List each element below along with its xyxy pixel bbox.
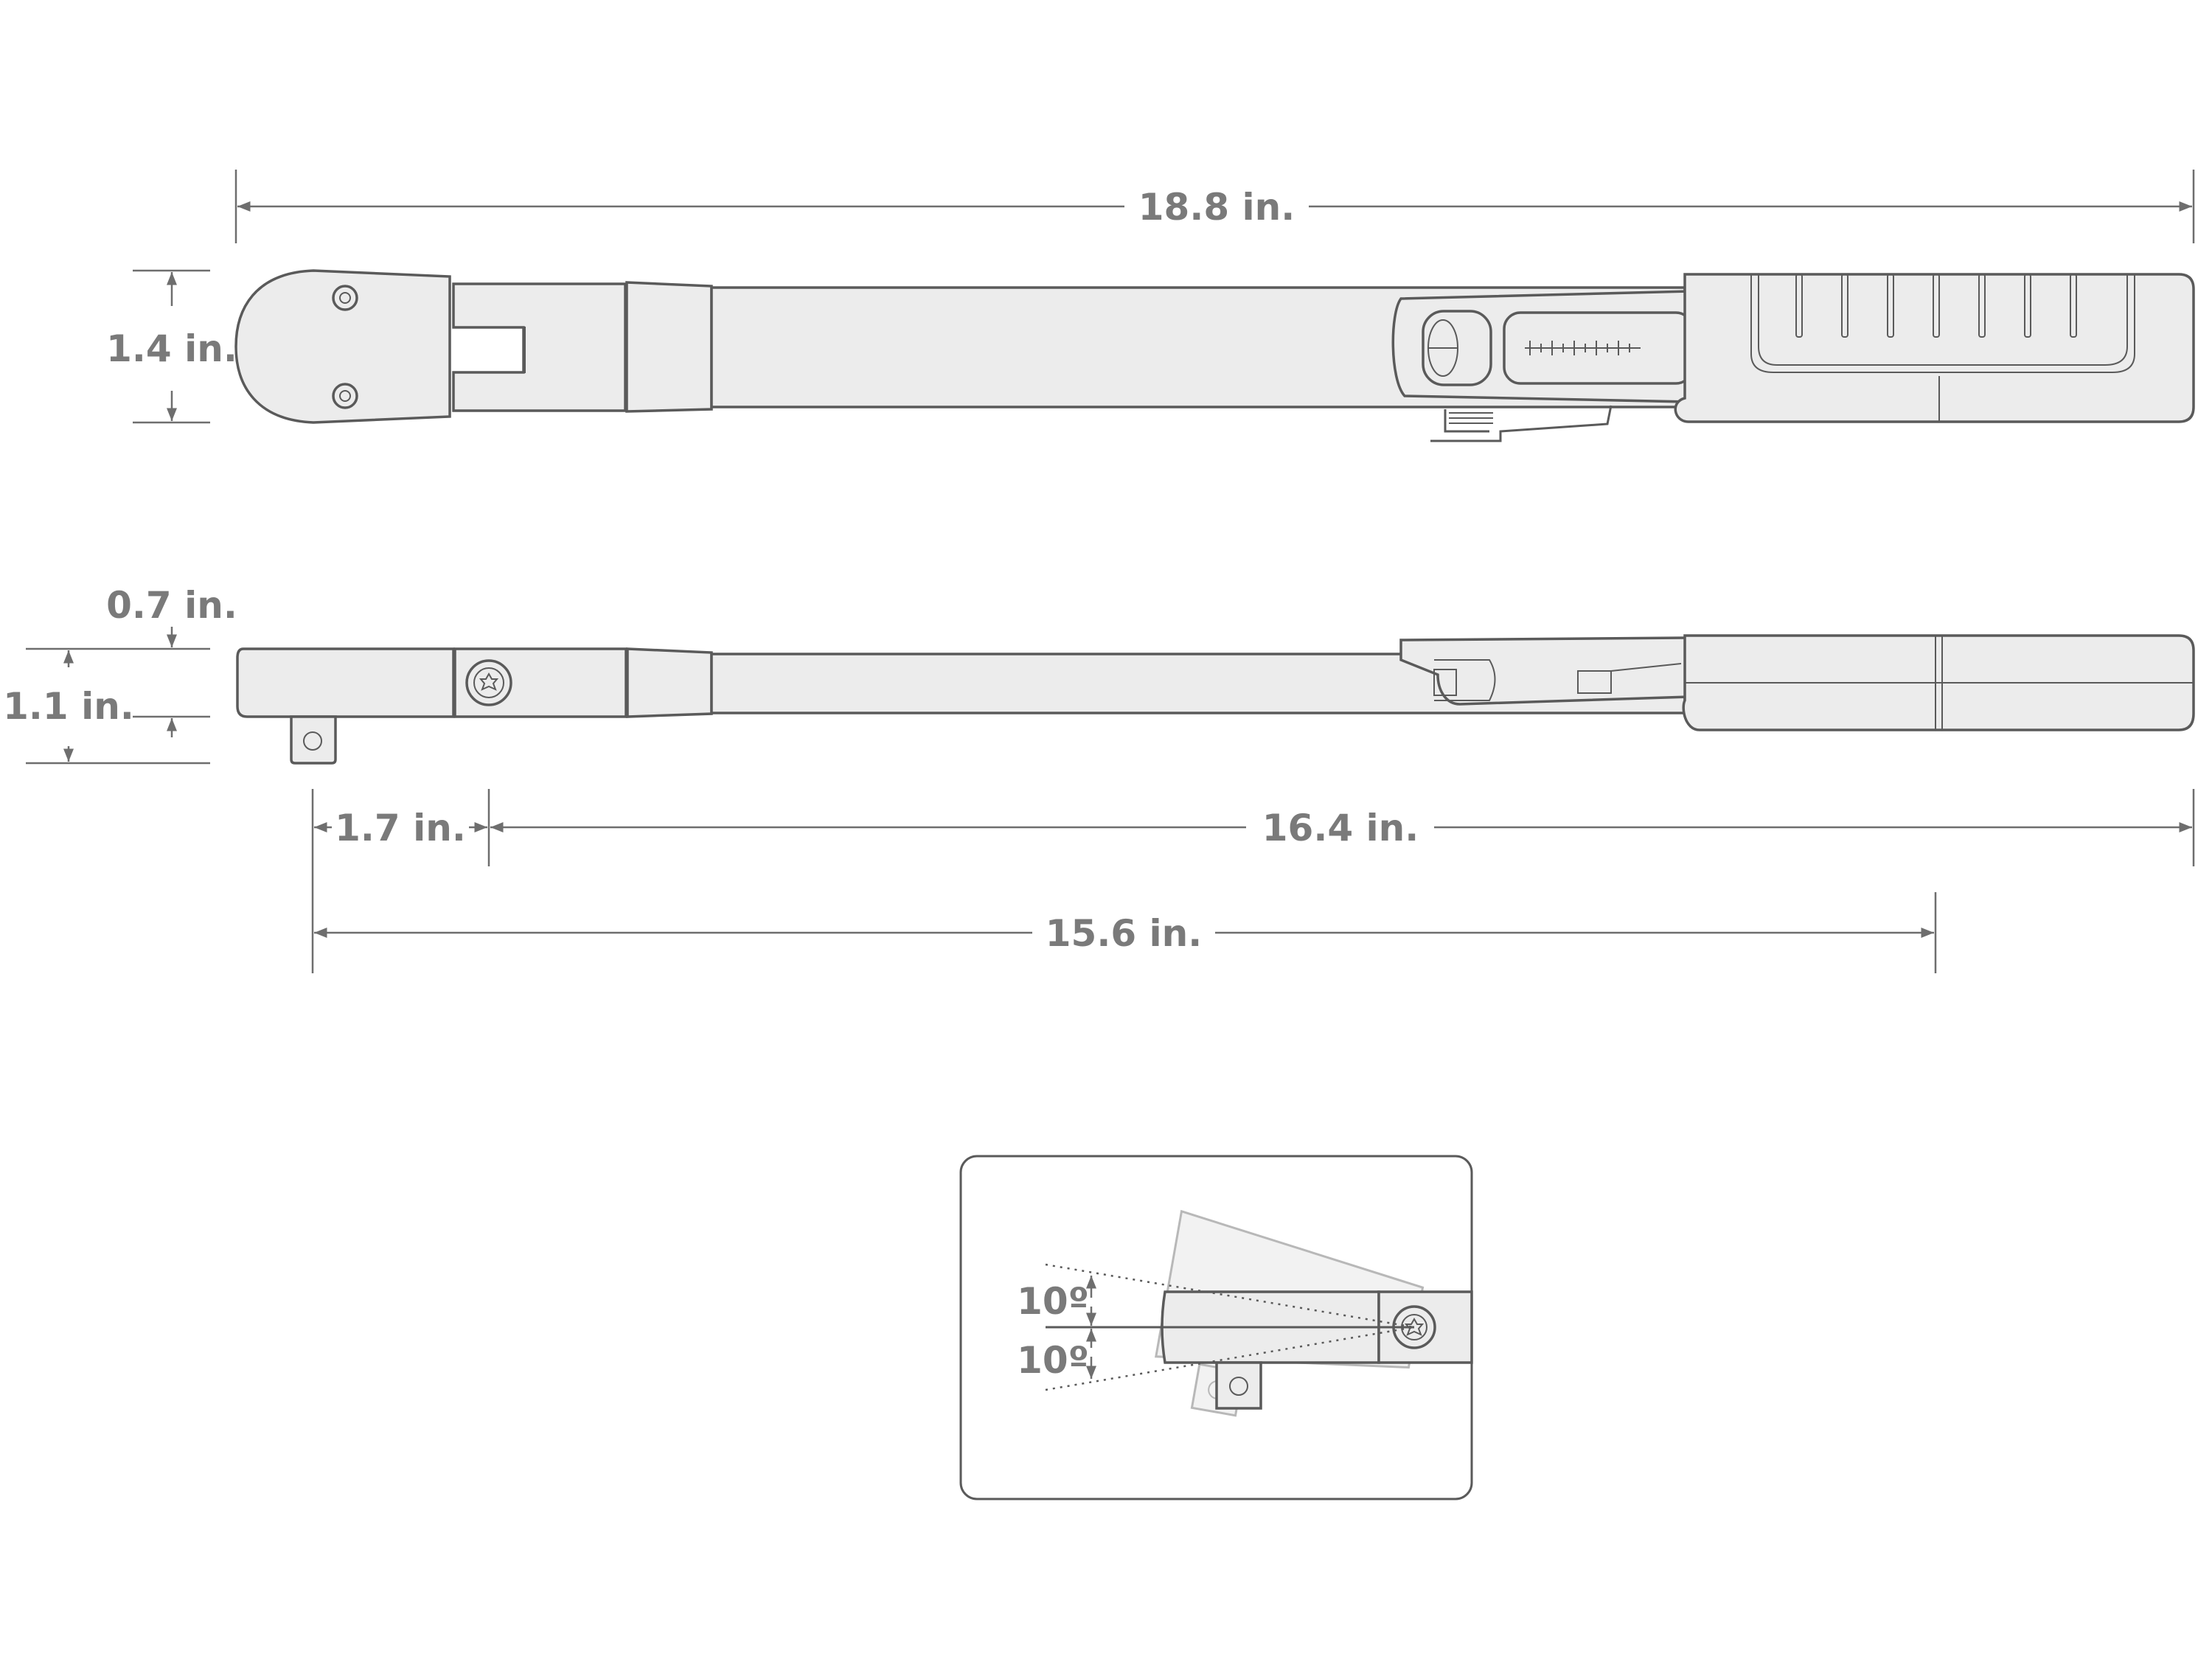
grip-handle [1674, 273, 2195, 423]
collar [625, 281, 713, 413]
scale-ticks [1529, 341, 1630, 355]
side-height-label: 1.1 in. [3, 685, 134, 728]
head-screw-top [332, 285, 358, 311]
head-offset-label: 0.7 in. [106, 584, 237, 627]
flex-angle-detail: 10º 10º [959, 1155, 1473, 1500]
ratchet-head [234, 269, 451, 424]
flex-yoke [452, 282, 627, 412]
detail-drive [1215, 1361, 1262, 1410]
wrench-top-view [234, 269, 2195, 442]
grip-ribs [1795, 274, 2077, 338]
lock-lever [1430, 405, 1613, 442]
drive-to-pivot-label: 1.7 in. [335, 807, 466, 849]
wrench-side-view [236, 634, 2195, 765]
overall-length-label: 18.8 in. [1138, 186, 1295, 229]
effective-length-label: 15.6 in. [1046, 912, 1203, 955]
head-screw-bottom [332, 383, 358, 409]
side-head [236, 647, 455, 718]
angle-down-label: 10º [1017, 1339, 1089, 1382]
pivot-to-end-label: 16.4 in. [1262, 807, 1419, 849]
angle-up-label: 10º [1017, 1280, 1089, 1323]
dimensions: 18.8 in. 1.4 in. 0.7 in. 1.1 in. 1.7 in.… [3, 170, 2195, 973]
pivot-screw [465, 659, 512, 706]
head-height-label: 1.4 in. [106, 327, 237, 370]
side-collar [626, 647, 713, 718]
side-mechanism [1399, 636, 1690, 706]
drive-square [290, 715, 337, 765]
